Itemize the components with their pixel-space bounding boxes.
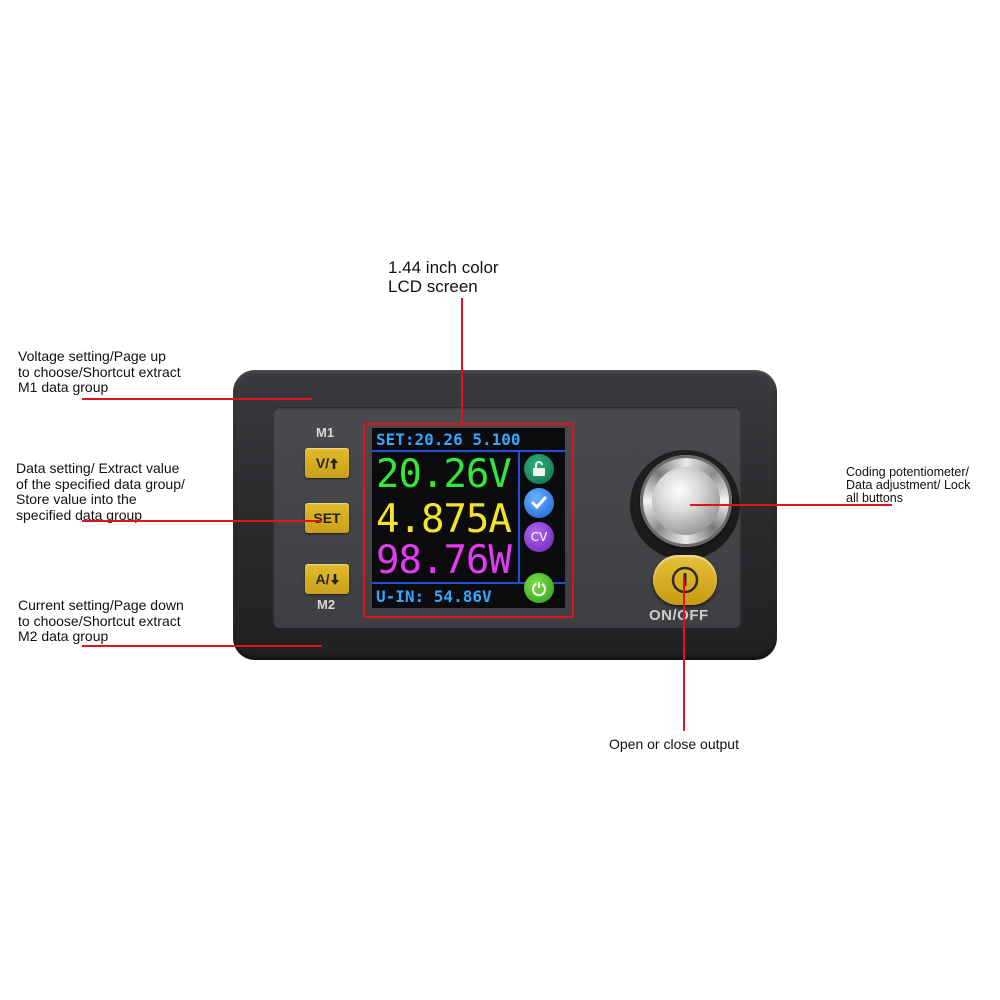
encoder-cap [652, 467, 720, 535]
lcd-set-line: SET:20.26 5.100 [376, 430, 521, 449]
current-down-label: A/ [315, 571, 330, 587]
lcd-top-rule [372, 450, 565, 452]
power-leader-line [683, 578, 685, 731]
power-button-label: ON/OFF [649, 607, 709, 624]
screen-highlight-frame [363, 423, 574, 618]
voltage-up-label: V/ [315, 455, 330, 471]
screen-callout: 1.44 inch color LCD screen [388, 258, 499, 296]
current-down-button[interactable]: A/ [305, 564, 349, 594]
voltage-leader-line [82, 398, 312, 400]
arrow-up-icon [330, 457, 339, 469]
current-leader-line [82, 645, 322, 647]
power-button[interactable] [653, 555, 717, 605]
m1-caption: M1 [316, 425, 335, 440]
cv-mode-label: CV [530, 530, 548, 544]
set-button[interactable]: SET [305, 503, 349, 533]
encoder-leader-line [690, 504, 892, 506]
m2-caption: M2 [317, 597, 336, 612]
set-button-callout: Data setting/ Extract value of the speci… [16, 460, 185, 523]
lcd-power: 98.76W [376, 538, 512, 583]
check-icon [524, 488, 554, 518]
encoder-callout: Coding potentiometer/ Data adjustment/ L… [846, 465, 971, 505]
power-button-callout: Open or close output [609, 736, 739, 752]
lcd-current: 4.875A [376, 497, 512, 542]
lcd-bottom-rule [372, 582, 565, 584]
voltage-up-button[interactable]: V/ [305, 448, 349, 478]
cv-icon: CV [524, 522, 554, 552]
lcd-divider [518, 452, 520, 582]
arrow-down-icon [330, 573, 339, 585]
lcd-input-line: U-IN: 54.86V [376, 587, 492, 606]
power-on-icon [524, 573, 554, 603]
current-button-callout: Current setting/Page down to choose/Shor… [18, 597, 184, 644]
screen-leader-line [461, 298, 463, 426]
lcd-voltage: 20.26V [376, 452, 512, 497]
lock-icon [524, 454, 554, 484]
power-icon [671, 566, 699, 594]
set-label: SET [313, 510, 341, 526]
voltage-button-callout: Voltage setting/Page up to choose/Shortc… [18, 348, 181, 395]
lcd-screen: SET:20.26 5.100 20.26V 4.875A 98.76W U-I… [372, 428, 565, 608]
set-leader-line [82, 520, 322, 522]
